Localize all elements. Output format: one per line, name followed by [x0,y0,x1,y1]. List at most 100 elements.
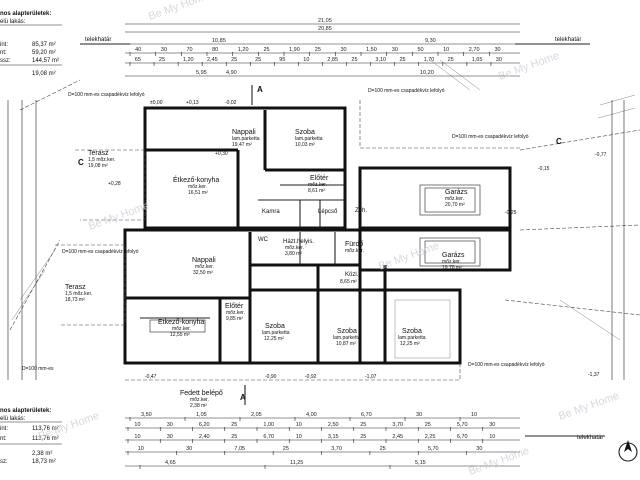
room-floor-terasz: 1,5 mőz.ker. [88,157,115,163]
room-area-terasz2: 18,73 m² [65,297,85,303]
level-1: -0,02 [225,100,237,106]
dim-bot-r2-10: 5,70 [457,422,468,428]
room-name-lepcso: Lépcső [318,209,338,215]
section-mark-a-top: A [257,85,263,94]
dim-bot-r3-8: 2,45 [392,434,403,440]
boundary-label-bottom-right: telekhatár [577,435,603,441]
room-name-nappali: Nappali [232,129,256,136]
legend-bottom-label-0: int: [0,426,8,432]
level-4: +0,28 [108,181,121,187]
dim-bot-r1-2: 2,05 [251,412,262,418]
dim-bot-r3-1: 30 [167,434,173,440]
level-5: -0,15 [538,166,550,172]
dim-top-r3-5: 25 [255,57,261,63]
dim-bot-r3-11: 10 [489,434,495,440]
legend-top-label-1: nt: [0,50,7,56]
note-pipe-bottom: D=100 mm-es csapadékvíz lefolyó [468,362,545,368]
legend-top-title: nos alapterületek: [0,11,51,17]
room-floor-hazt: mőz.ker. [285,245,304,251]
room-area-terasz: 19,08 m² [88,163,108,169]
dim-bot-r3-6: 3,15 [328,434,339,440]
room-name-hazt: Házt.helyis. [283,239,314,245]
dim-top-r3-15: 30 [496,57,502,63]
dim-top-r2-1: 30 [161,47,167,53]
entrance-area: 2,38 m² [190,403,207,409]
dim-bot-r1-1: 1,05 [196,412,207,418]
dim-bot-r1-3: 4,00 [306,412,317,418]
dim-top-inner: 20,85 [318,26,332,32]
room-name-nappali2: Nappali [192,257,216,264]
room-floor-etkezo: mőz.ker. [188,184,207,190]
dim-bot-r4-7: 30 [476,446,482,452]
dim-bot-r2-5: 10 [296,422,302,428]
dim-bot-r4-0: 10 [138,446,144,452]
dim-bot-r5-2: 5,15 [415,460,426,466]
boundary-label-top-right: telekhatár [555,37,581,43]
room-name-eloter: Előtér [310,175,329,182]
dim-bot-r2-9: 25 [425,422,431,428]
level-11: -0,77 [595,152,607,158]
dim-top-r3-12: 1,70 [424,57,435,63]
boundary-markers: telekhatár telekhatár telekhatár [80,37,605,441]
room-floor-szoba2c: lam.parketta [398,335,426,341]
room-area-kozl: 8,65 m² [340,279,357,285]
dim-top-r3-2: 1,20 [183,57,194,63]
level-markers: ±0,00 -0,02 +0,13 +0,30 +0,28 -0,15 -0,4… [108,100,607,380]
dimension-chain-left [7,100,625,380]
dim-top-r2-4: 1,20 [238,47,249,53]
dim-top-r2-9: 1,50 [366,47,377,53]
rooms-lower: Nappali mőz.ker. 32,50 m² Házt.helyis. m… [65,239,465,409]
dim-top-r4-1: 4,90 [226,70,237,76]
dim-bot-r3-2: 2,40 [199,434,210,440]
dim-top-r2-7: 25 [315,47,321,53]
room-area-eloter: 8,61 m² [308,188,325,194]
dim-top-total: 21,05 [318,18,332,24]
note-pipe-top: D=100 mm-es csapadékvíz lefolyó [368,88,445,94]
note-pipe-left: D=100 mm-es csapadékvíz lefolyó [68,92,145,98]
dim-top-r3-11: 25 [400,57,406,63]
dim-top-r3-3: 2,45 [207,57,218,63]
level-0: ±0,00 [150,100,163,106]
level-8: -0,92 [305,374,317,380]
room-name-kozl: Közl. [345,272,359,278]
section-mark-a-bottom: A [240,393,246,402]
dim-bot-r4-5: 25 [380,446,386,452]
note-pipe-bottom-left: D=100 mm-es [22,366,54,372]
watermark-3: Be My Home [377,240,441,273]
dim-bot-r5-0: 4,65 [165,460,176,466]
room-name-szoba: Szoba [295,129,315,136]
legend-bottom-value-1: 113,76 m² [32,436,59,442]
dim-bot-r2-8: 3,70 [392,422,403,428]
note-pipe-left2: D=100 mm-es csapadékvíz lefolyó [62,249,139,255]
room-floor-etkezo2: mőz.ker. [172,326,191,332]
room-area-nappali: 19,47 m² [232,142,252,148]
dim-bot-r5-1: 11,25 [290,460,303,466]
dim-bot-r4-6: 5,70 [428,446,439,452]
dim-bot-r2-0: 10 [134,422,140,428]
note-pipe-right: D=100 mm-es csapadékvíz lefolyó [452,134,529,140]
room-name-wc: WC [258,237,269,243]
room-area-szoba2c: 12,25 m² [400,341,420,347]
room-name-szoba2a: Szoba [265,323,285,330]
dim-bot-r4-2: 7,05 [234,446,245,452]
dim-bot-r2-4: 1,00 [263,422,274,428]
dim-bot-r4-1: 30 [186,446,192,452]
legend-top-value-3: 19,08 m² [32,71,56,77]
hatch-lines [11,59,636,341]
dim-top-r2-8: 30 [341,47,347,53]
drainage-notes: D=100 mm-es csapadékvíz lefolyó D=100 mm… [22,88,545,372]
room-floor-eloter2: mőz.ker. [226,310,245,316]
dim-top-r2-13: 2,70 [469,47,480,53]
room-floor-nappali2: mőz.ker. [195,264,214,270]
rooms-upper: Nappali lam.parketta 19,47 m² Szoba lam.… [88,129,468,243]
dim-bot-r3-4: 6,70 [263,434,274,440]
room-floor-eloter: mőz.ker. [308,182,327,188]
watermark-2: Be My Home [87,200,151,233]
legend-bottom-subtitle: elü lakás: [0,416,26,422]
watermark-6: Be My Home [557,390,621,423]
watermark-1: Be My Home [497,50,561,83]
dim-top-r3-14: 1,65 [472,57,483,63]
dim-bot-r2-3: 25 [231,422,237,428]
room-floor-szoba: lam.parketta [295,136,323,142]
